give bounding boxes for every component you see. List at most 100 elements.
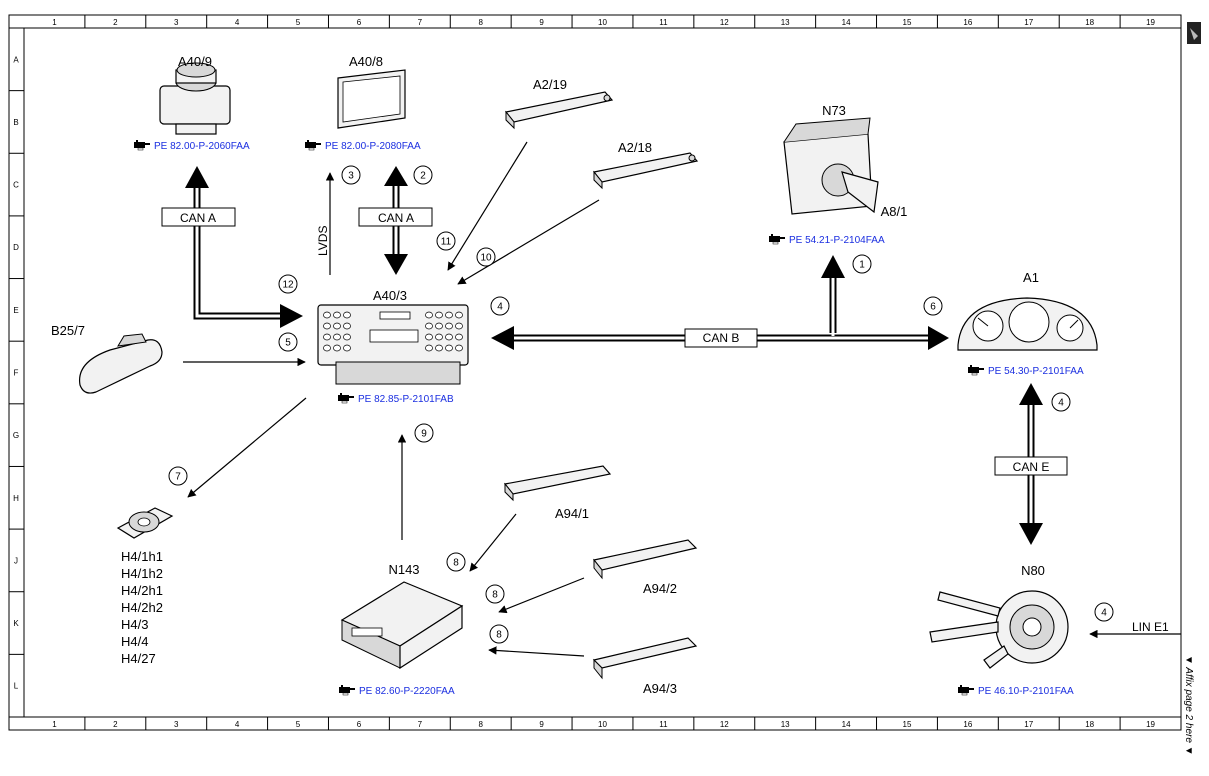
label-a8-1: A8/1 (881, 204, 908, 219)
connection-number-badge: 4 (1051, 392, 1071, 412)
connection-number-badge: 4 (490, 296, 510, 316)
column-label: 11 (659, 18, 668, 27)
column-label: 12 (720, 18, 729, 27)
bus-label-can-b: CAN B (684, 328, 758, 348)
bus-label-lvds: LVDS (316, 226, 330, 256)
sheet-frame (8, 14, 1182, 731)
n73-ignition-switch-drawing (783, 117, 879, 215)
svg-text:7: 7 (175, 472, 181, 483)
svg-text:8: 8 (492, 590, 498, 601)
column-label: 15 (903, 18, 912, 27)
label-a2-19: A2/19 (533, 77, 567, 92)
bus-label-lin: LIN E1 (1132, 620, 1169, 634)
h4-speaker-drawing (116, 507, 174, 539)
column-label: 9 (539, 720, 544, 729)
svg-text:PE 54.21-P-2104FAA: PE 54.21-P-2104FAA (789, 235, 885, 246)
row-label: L (14, 682, 19, 691)
affix-page-note: ▼ Affix page 2 here ▼ (1183, 655, 1194, 756)
label-a40-8: A40/8 (349, 54, 383, 69)
row-label: J (14, 556, 18, 565)
column-label: 10 (598, 18, 607, 27)
svg-text:2: 2 (420, 171, 426, 182)
column-label: 17 (1024, 720, 1033, 729)
bus-label-can-a-mid: CAN A (358, 207, 433, 227)
svg-text:10: 10 (480, 253, 492, 264)
row-label: G (13, 431, 19, 440)
label-a94-3: A94/3 (643, 681, 677, 696)
ref-link-n80[interactable]: PE 46.10-P-2101FAA (957, 684, 1074, 697)
a94-3-module-drawing (592, 637, 698, 680)
column-label: 3 (174, 720, 179, 729)
svg-text:12: 12 (282, 280, 294, 291)
ref-link-n73[interactable]: PE 54.21-P-2104FAA (768, 233, 885, 246)
column-label: 18 (1085, 720, 1094, 729)
connection-number-badge: 10 (476, 247, 496, 267)
svg-text:3: 3 (348, 171, 354, 182)
ref-link-a40-8[interactable]: PE 82.00-P-2080FAA (304, 139, 421, 152)
column-label: 4 (235, 720, 240, 729)
label-h4-item: H4/1h2 (121, 566, 163, 581)
label-a1: A1 (1023, 270, 1039, 285)
ref-link-a1[interactable]: PE 54.30-P-2101FAA (967, 364, 1084, 377)
column-label: 17 (1024, 18, 1033, 27)
connection-number-badge: 12 (278, 274, 298, 294)
connection-number-badge: 8 (489, 624, 509, 644)
label-a94-2: A94/2 (643, 581, 677, 596)
label-a40-3: A40/3 (373, 288, 407, 303)
connection-number-badge: 8 (485, 584, 505, 604)
column-label: 4 (235, 18, 240, 27)
a40-9-controller-drawing (159, 62, 231, 135)
a94-1-module-drawing (503, 465, 612, 502)
column-label: 1 (52, 18, 57, 27)
a2-18-module-drawing (592, 152, 699, 190)
column-label: 16 (963, 720, 972, 729)
svg-text:4: 4 (1101, 608, 1107, 619)
svg-text:8: 8 (496, 630, 502, 641)
svg-text:1: 1 (859, 260, 865, 271)
label-n143: N143 (388, 562, 419, 577)
ref-link-n143[interactable]: PE 82.60-P-2220FAA (338, 684, 455, 697)
a94-2-module-drawing (592, 539, 698, 580)
label-h4-item: H4/27 (121, 651, 156, 666)
label-a94-1: A94/1 (555, 506, 589, 521)
n80-steering-module-drawing (929, 590, 1069, 669)
n143-box-drawing (340, 581, 464, 670)
row-label: D (13, 243, 19, 252)
svg-text:9: 9 (421, 429, 427, 440)
ref-link-a40-9[interactable]: PE 82.00-P-2060FAA (133, 139, 250, 152)
column-label: 1 (52, 720, 57, 729)
hand-pointer-icon (957, 684, 975, 696)
svg-text:PE 82.00-P-2080FAA: PE 82.00-P-2080FAA (325, 141, 421, 152)
column-label: 13 (781, 720, 790, 729)
row-label: C (13, 181, 19, 190)
column-label: 14 (842, 18, 851, 27)
connection-number-badge: 9 (414, 423, 434, 443)
svg-text:CAN E: CAN E (1013, 460, 1050, 474)
svg-text:CAN A: CAN A (378, 211, 414, 225)
svg-text:PE 46.10-P-2101FAA: PE 46.10-P-2101FAA (978, 686, 1074, 697)
svg-text:CAN B: CAN B (703, 331, 740, 345)
connection-number-badge: 2 (413, 165, 433, 185)
label-n73: N73 (822, 103, 846, 118)
ref-link-a40-3[interactable]: PE 82.85-P-2101FAB (337, 392, 454, 405)
b25-7-mirror-drawing (78, 333, 163, 394)
connection-number-badge: 8 (446, 552, 466, 572)
connection-number-badge: 4 (1094, 602, 1114, 622)
row-label: E (13, 306, 18, 315)
column-label: 2 (113, 720, 118, 729)
corner-info-icon (1187, 22, 1201, 44)
column-label: 6 (357, 720, 362, 729)
column-label: 12 (720, 720, 729, 729)
svg-text:PE 82.60-P-2220FAA: PE 82.60-P-2220FAA (359, 686, 455, 697)
hand-pointer-icon (304, 139, 322, 151)
connection-number-badge: 11 (436, 231, 456, 251)
connection-number-badge: 1 (852, 254, 872, 274)
hand-pointer-icon (768, 233, 786, 245)
a40-3-head-unit-drawing (317, 304, 469, 385)
svg-text:4: 4 (1058, 398, 1064, 409)
column-label: 18 (1085, 18, 1094, 27)
